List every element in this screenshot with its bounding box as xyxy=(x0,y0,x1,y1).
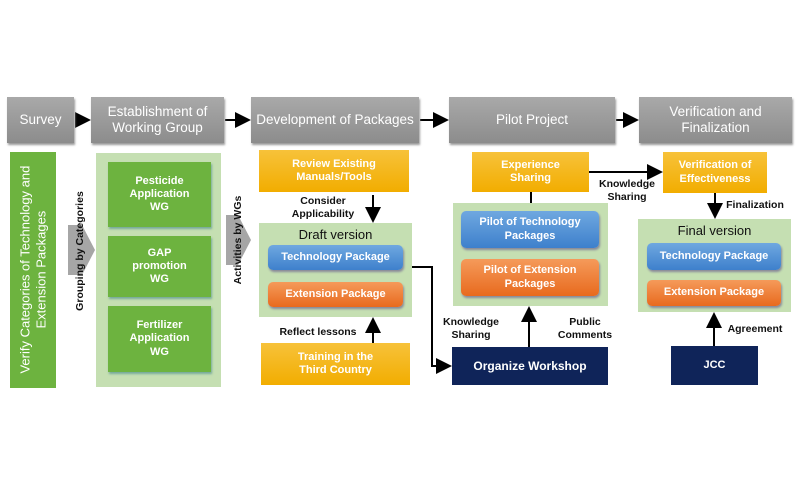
stage-pilot: Pilot Project xyxy=(449,97,615,143)
knowledge-left-label: Knowledge Sharing xyxy=(442,316,499,341)
agreement-label: Agreement xyxy=(727,322,783,335)
pilot-tech: Pilot of Technology Packages xyxy=(461,211,599,248)
wg-gap: GAP promotion WG xyxy=(108,236,211,297)
wg-pesticide: Pesticide Application WG xyxy=(108,162,211,227)
stage-working-group: Establishment of Working Group xyxy=(91,97,224,143)
finalization-label: Finalization xyxy=(726,198,784,211)
knowledge-top-label: Knowledge Sharing xyxy=(598,178,655,203)
reflect-label: Reflect lessons xyxy=(279,325,357,338)
final-ext-package: Extension Package xyxy=(647,280,781,306)
workshop-box: Organize Workshop xyxy=(452,347,608,385)
consider-label: Consider Applicability xyxy=(291,195,355,220)
grouping-label: Grouping by Categories xyxy=(73,191,86,311)
draft-title: Draft version xyxy=(298,227,373,243)
activities-chevron xyxy=(226,215,251,265)
wg-fertilizer: Fertilizer Application WG xyxy=(108,306,211,372)
stage-survey: Survey xyxy=(7,97,74,143)
experience-box: Experience Sharing xyxy=(472,152,589,192)
final-title: Final version xyxy=(677,223,752,239)
grouping-chevron xyxy=(68,225,95,275)
verification-box: Verification of Effectiveness xyxy=(663,152,767,193)
verify-text: Verify Categories of Technology and Exte… xyxy=(17,166,48,374)
stage-verification: Verification and Finalization xyxy=(639,97,792,143)
final-tech-package: Technology Package xyxy=(647,243,781,270)
public-comments-label: Public Comments xyxy=(557,316,613,341)
draft-ext-package: Extension Package xyxy=(268,282,403,307)
pilot-ext: Pilot of Extension Packages xyxy=(461,259,599,296)
jcc-box: JCC xyxy=(671,346,758,385)
training-box: Training in the Third Country xyxy=(261,343,410,385)
activities-label: Activities by WGs xyxy=(231,195,244,285)
verify-bar: Verify Categories of Technology and Exte… xyxy=(10,152,56,388)
review-box: Review Existing Manuals/Tools xyxy=(259,150,409,192)
stage-development: Development of Packages xyxy=(251,97,419,143)
draft-tech-package: Technology Package xyxy=(268,245,403,270)
